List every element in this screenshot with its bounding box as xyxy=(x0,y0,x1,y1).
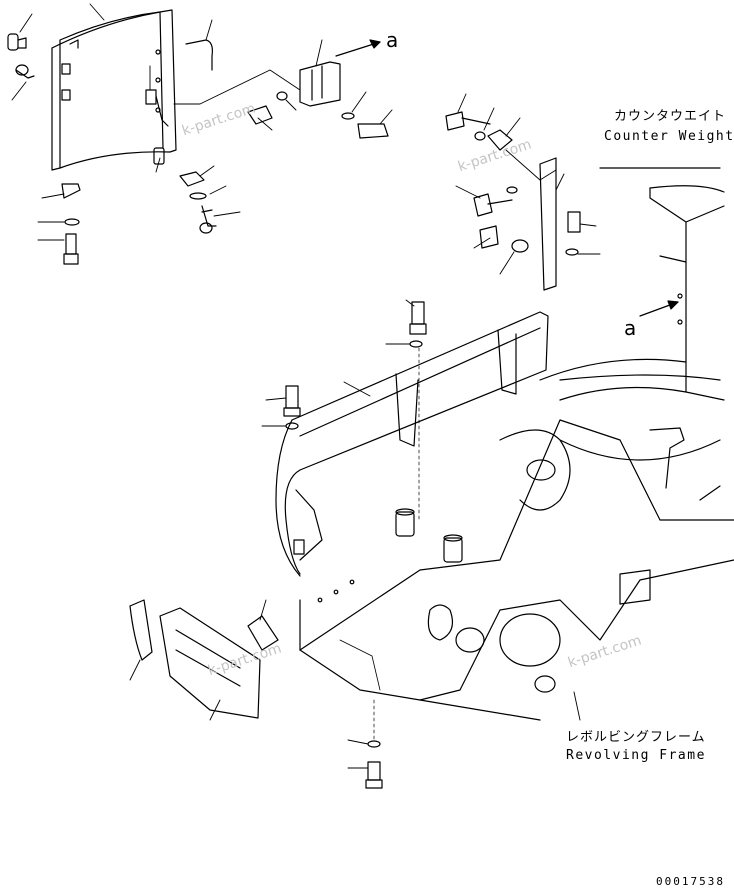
spacer-collars xyxy=(395,508,463,563)
leader-lines xyxy=(11,3,601,769)
lock-handle xyxy=(185,39,213,71)
counterweight-bracket-parts xyxy=(445,111,581,291)
arrow-ref-label-top: a xyxy=(386,28,399,52)
plate-bolts xyxy=(283,301,427,521)
revolving-frame-label-jp: レボルビングフレーム xyxy=(566,730,706,745)
hinge-bracket xyxy=(247,61,389,139)
arrow-to-a-top xyxy=(335,39,381,57)
revolving-frame xyxy=(299,374,734,721)
arrow-to-a-mid xyxy=(639,300,679,317)
latch-parts xyxy=(145,89,217,234)
counterweight-body xyxy=(539,167,725,401)
counterweight-label-jp: カウンタウエイト xyxy=(614,109,727,124)
clip-part xyxy=(7,33,27,51)
side-cover-plate xyxy=(275,311,549,577)
grommet-part xyxy=(15,64,35,79)
drawing-number: 00017538 xyxy=(656,875,725,888)
front-cover xyxy=(129,599,279,719)
arrow-ref-label-mid: a xyxy=(624,316,637,340)
side-cover-panel xyxy=(51,9,177,171)
revolving-frame-label-en: Revolving Frame xyxy=(566,748,706,763)
counterweight-label-en: Counter Weight xyxy=(604,129,734,144)
bolt-left xyxy=(61,183,81,265)
